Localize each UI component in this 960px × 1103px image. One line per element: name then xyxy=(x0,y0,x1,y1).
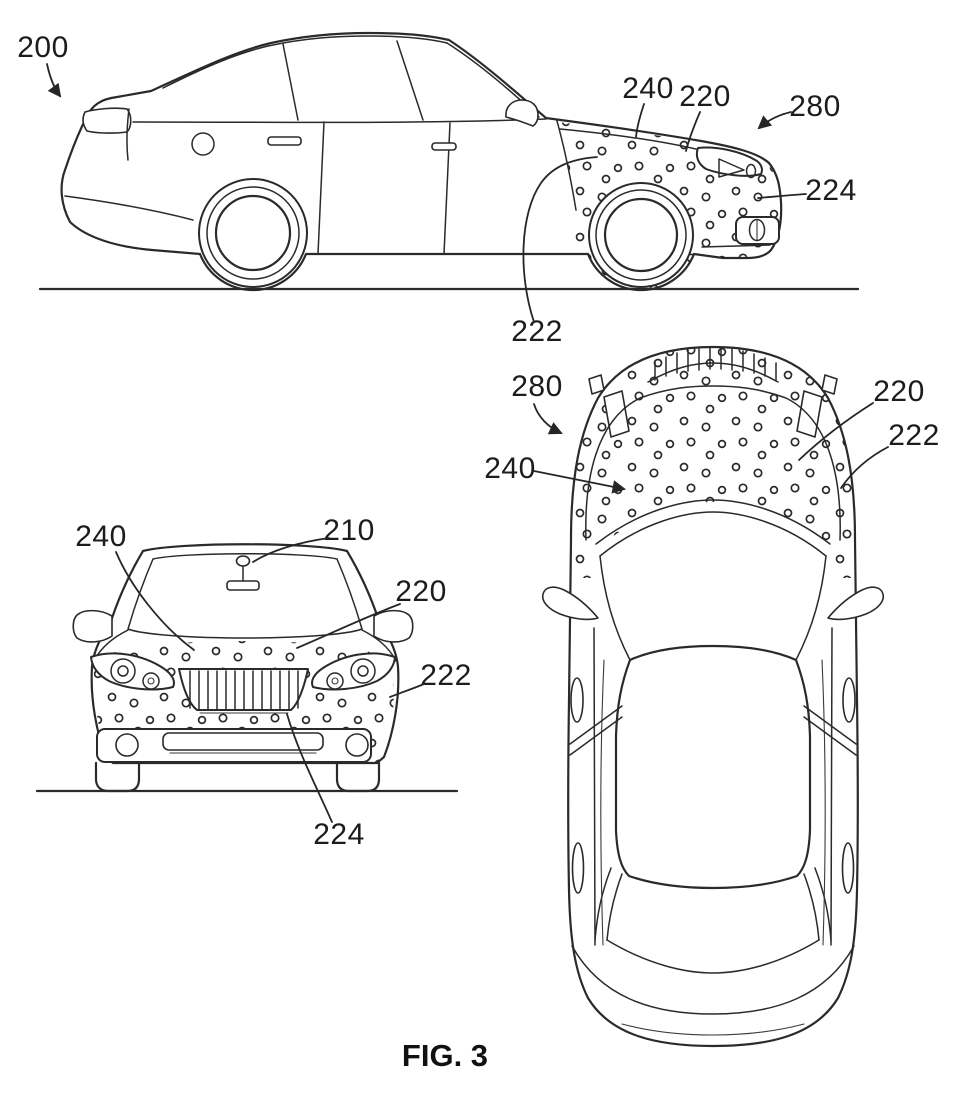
front-grille xyxy=(178,668,309,714)
side-beltline xyxy=(132,118,547,124)
front-view: 240 210 220 222 224 xyxy=(35,514,472,851)
leader-line-side-220 xyxy=(685,111,701,152)
leader-arrow-200 xyxy=(46,63,62,98)
side-c-pillar-divider xyxy=(282,43,299,121)
top-rear-bumper-lip xyxy=(621,1023,805,1036)
leader-line-side-240 xyxy=(635,103,645,138)
top-door-seam-right xyxy=(803,705,857,756)
ref-label-front-210: 210 xyxy=(323,514,375,547)
ref-label-top-222: 222 xyxy=(888,419,940,452)
front-right-wheel xyxy=(335,761,381,793)
ref-label-front-220: 220 xyxy=(395,575,447,608)
top-door-seam-left xyxy=(569,705,623,756)
leader-arrow-side-280 xyxy=(757,111,792,130)
top-left-mirror xyxy=(541,586,599,621)
figure-caption: FIG. 3 xyxy=(402,1038,488,1073)
top-wheel-rear-left xyxy=(571,842,585,894)
headlight-triangle xyxy=(718,158,745,178)
leader-line-front-210 xyxy=(252,537,330,563)
side-fender-seam xyxy=(556,120,577,211)
front-lower-bumper xyxy=(96,728,372,763)
top-cowl-lower xyxy=(599,511,827,557)
leader-line-top-222 xyxy=(840,446,889,489)
top-rear-window-edge xyxy=(606,939,820,974)
top-side-band-right xyxy=(830,627,833,946)
top-side-band-left xyxy=(593,627,596,946)
top-wheel-front-left xyxy=(570,677,584,723)
front-door-handle xyxy=(431,142,457,151)
side-view: 200 240 220 280 224 222 xyxy=(17,31,860,348)
rear-wheel xyxy=(198,178,308,288)
rear-door-handle xyxy=(267,136,302,146)
top-right-mirror xyxy=(827,586,885,621)
front-left-mirror xyxy=(72,609,113,643)
top-door-line-right xyxy=(821,659,826,946)
headlight xyxy=(695,146,763,177)
ref-label-side-220: 220 xyxy=(679,80,731,113)
top-c-pillar-right xyxy=(803,867,832,941)
leader-line-front-240 xyxy=(115,551,195,651)
top-wheel-front-right xyxy=(842,677,856,723)
side-rear-door-seam xyxy=(317,121,325,255)
top-body-outline xyxy=(567,345,859,1048)
leader-arrow-top-240 xyxy=(533,470,626,494)
ref-label-side-224: 224 xyxy=(805,174,857,207)
top-c-pillar-left xyxy=(594,867,623,941)
top-stipple-region xyxy=(570,347,856,578)
trunk-seam xyxy=(126,108,130,161)
ref-label-side-240: 240 xyxy=(622,72,674,105)
leader-line-side-224 xyxy=(757,193,807,199)
ref-label-top-220: 220 xyxy=(873,375,925,408)
front-left-wheel xyxy=(94,761,141,793)
top-rear-bumper-seam xyxy=(571,945,855,1015)
top-wheel-rear-right xyxy=(841,842,855,894)
ref-label-front-240: 240 xyxy=(75,520,127,553)
side-body-outline xyxy=(60,31,783,292)
front-bumper-seam xyxy=(701,244,771,248)
top-a-pillar-left xyxy=(599,555,631,661)
top-cowl-upper xyxy=(595,499,831,545)
front-wheel xyxy=(588,182,694,288)
front-right-mirror xyxy=(373,609,414,643)
windshield-sensor xyxy=(226,555,260,591)
headlight-bulb xyxy=(745,163,757,179)
ref-label-side-222: 222 xyxy=(511,315,563,348)
front-left-fog-lamp xyxy=(115,733,139,757)
leader-arrow-top-280 xyxy=(533,403,563,435)
top-door-line-left xyxy=(600,659,605,946)
front-left-headlight xyxy=(90,652,175,691)
top-a-pillar-right xyxy=(795,555,827,661)
front-right-headlight xyxy=(311,652,396,691)
side-b-pillar xyxy=(396,40,424,121)
leader-line-front-222 xyxy=(389,683,425,698)
top-grille xyxy=(647,347,779,383)
ref-label-front-224: 224 xyxy=(313,818,365,851)
leader-line-side-222 xyxy=(522,156,598,323)
rear-bumper-seam xyxy=(64,195,194,221)
side-mirror xyxy=(505,99,539,127)
top-roof xyxy=(614,644,812,890)
leader-line-front-220 xyxy=(296,603,401,649)
ref-label-front-222: 222 xyxy=(420,659,472,692)
leader-line-top-220 xyxy=(798,402,874,461)
ref-label-side-280: 280 xyxy=(789,90,841,123)
ref-label-top-280: 280 xyxy=(511,370,563,403)
ref-label-top-240: 240 xyxy=(484,452,536,485)
front-right-fog-lamp xyxy=(345,733,369,757)
side-rear-window xyxy=(162,45,269,89)
taillight xyxy=(82,107,132,134)
side-roof-inner-line xyxy=(267,35,448,47)
fuel-cap xyxy=(191,132,215,156)
top-hood-seam xyxy=(585,385,841,541)
leader-line-front-224 xyxy=(286,713,333,823)
ref-label-200: 200 xyxy=(17,31,69,64)
top-view: 280 240 220 222 xyxy=(484,345,940,1048)
